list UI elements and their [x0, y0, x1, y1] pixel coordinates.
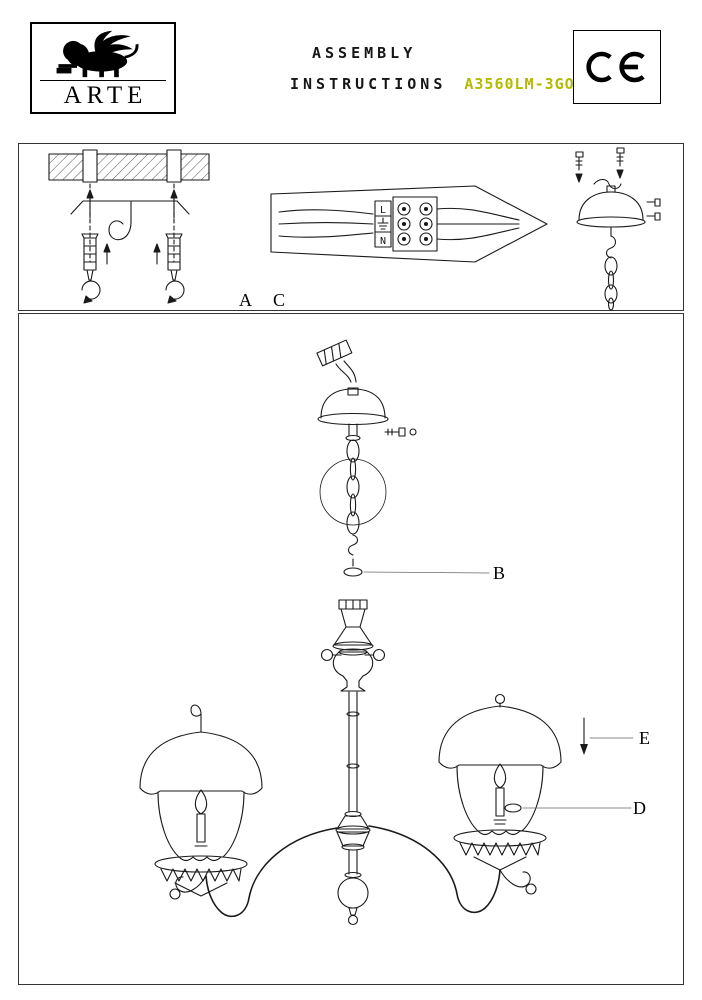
- step-label-b: B: [493, 563, 506, 583]
- model-number: A3560LM-3GO: [464, 75, 575, 93]
- mounting-wiring-drawing: L N: [48, 147, 661, 311]
- title-line-1: ASSEMBLY: [312, 44, 417, 62]
- canopy-screw: [384, 427, 417, 437]
- step-label-a: A: [239, 290, 252, 310]
- brand-logo-box: ARTE: [30, 22, 176, 114]
- leader-line-b: [363, 571, 490, 574]
- chandelier-assembly-drawing: [139, 339, 634, 926]
- chain: [319, 423, 387, 567]
- ce-mark-icon: [586, 51, 645, 83]
- wiring-diagram: L N: [270, 185, 548, 263]
- step-label-e: E: [639, 728, 650, 748]
- step-label-d: D: [633, 798, 646, 818]
- right-arm: [368, 825, 537, 914]
- pointer-e: [580, 717, 634, 755]
- left-bulb: [194, 789, 208, 847]
- chandelier-assembly-panel: B E D: [18, 313, 684, 985]
- ceiling-hook: [108, 220, 132, 241]
- step-label-c: C: [273, 290, 286, 310]
- terminal-label-l: L: [380, 205, 386, 216]
- part-d-shape: [504, 803, 522, 813]
- central-column: [320, 599, 386, 926]
- left-shade: [139, 704, 263, 897]
- brand-name: ARTE: [63, 82, 148, 109]
- right-shade: [438, 693, 562, 871]
- canopy: [317, 387, 389, 426]
- title-block: ASSEMBLY INSTRUCTIONS A3560LM-3GO: [290, 44, 575, 93]
- supply-wires: [316, 339, 353, 367]
- title-line-2: INSTRUCTIONS: [290, 75, 447, 93]
- right-bulb: [493, 763, 507, 825]
- canopy-chain-diagram: [575, 147, 661, 311]
- part-b-shape: [343, 567, 363, 577]
- ce-mark-box: CE: [573, 30, 661, 104]
- arte-lion-logo-icon: [56, 30, 139, 78]
- mounting-and-wiring-panel: L N: [18, 143, 684, 311]
- logo-divider: [40, 80, 166, 81]
- terminal-label-n: N: [380, 236, 386, 247]
- ceiling-mount-diagram: [48, 149, 210, 304]
